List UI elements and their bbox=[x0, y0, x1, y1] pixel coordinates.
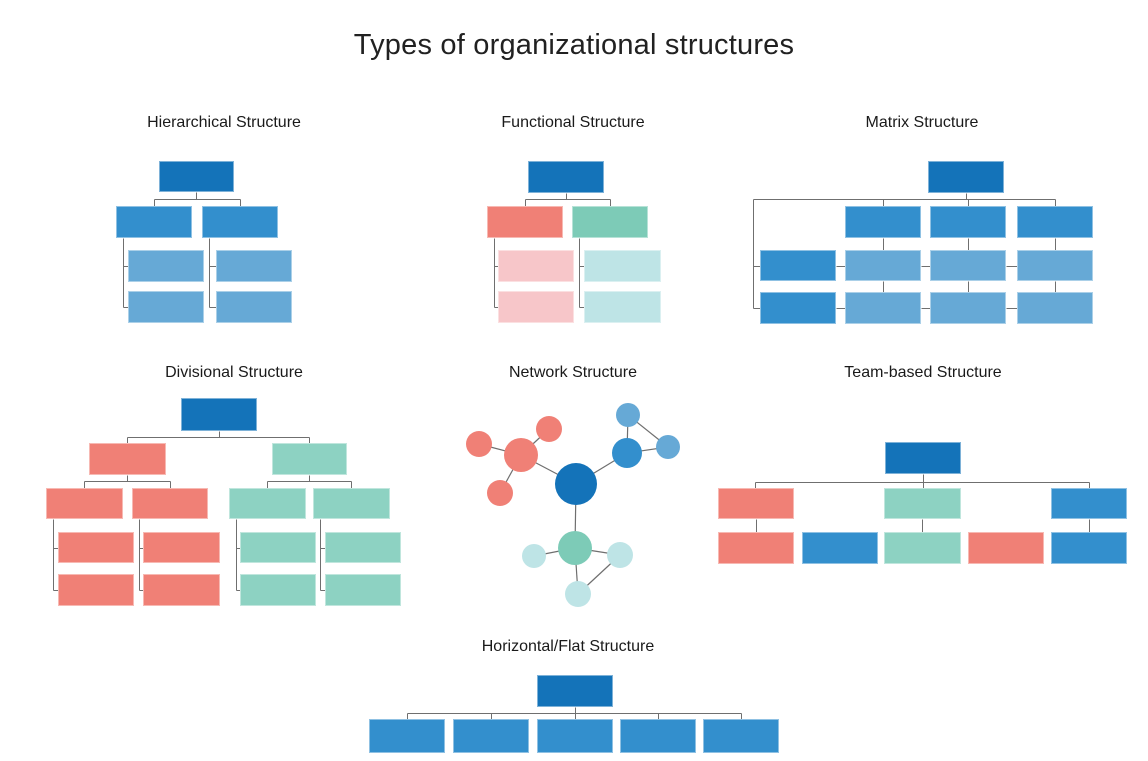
matrix-box bbox=[1017, 250, 1093, 281]
divisional-box bbox=[58, 532, 134, 563]
team-based-box bbox=[885, 442, 961, 474]
divisional-box bbox=[240, 532, 316, 563]
hierarchical-box bbox=[116, 206, 192, 238]
horizontal-flat-box bbox=[453, 719, 529, 753]
team-based-box bbox=[802, 532, 878, 564]
divisional-box bbox=[89, 443, 166, 475]
divisional-box bbox=[58, 574, 134, 606]
network-node bbox=[487, 480, 513, 506]
hierarchical-box bbox=[128, 250, 204, 282]
matrix-box bbox=[760, 250, 836, 281]
team-based-box bbox=[884, 488, 961, 519]
network-node bbox=[466, 431, 492, 457]
divisional-box bbox=[272, 443, 347, 475]
network-node bbox=[522, 544, 546, 568]
section-title-functional: Functional Structure bbox=[501, 114, 645, 131]
divisional-box bbox=[240, 574, 316, 606]
functional-box bbox=[498, 250, 574, 282]
divisional-box bbox=[229, 488, 306, 519]
network-node bbox=[656, 435, 680, 459]
matrix-box bbox=[930, 206, 1006, 238]
functional-box bbox=[528, 161, 604, 193]
network-node bbox=[558, 531, 592, 565]
horizontal-flat-box bbox=[537, 675, 613, 707]
horizontal-flat-box bbox=[369, 719, 445, 753]
divisional-box bbox=[325, 574, 401, 606]
matrix-box bbox=[1017, 292, 1093, 324]
hierarchical-box bbox=[202, 206, 278, 238]
divisional-box bbox=[132, 488, 208, 519]
horizontal-flat-box bbox=[537, 719, 613, 753]
matrix-box bbox=[845, 250, 921, 281]
team-based-box bbox=[1051, 488, 1127, 519]
matrix-box bbox=[845, 206, 921, 238]
functional-box bbox=[572, 206, 648, 238]
horizontal-flat-box bbox=[703, 719, 779, 753]
team-based-box bbox=[718, 488, 794, 519]
matrix-box bbox=[930, 292, 1006, 324]
section-title-team-based: Team-based Structure bbox=[844, 364, 1002, 381]
hierarchical-box bbox=[128, 291, 204, 323]
matrix-box bbox=[845, 292, 921, 324]
team-based-box bbox=[884, 532, 961, 564]
matrix-box bbox=[1017, 206, 1093, 238]
functional-box bbox=[498, 291, 574, 323]
matrix-box bbox=[930, 250, 1006, 281]
hierarchical-box bbox=[216, 291, 292, 323]
matrix-box bbox=[760, 292, 836, 324]
section-title-divisional: Divisional Structure bbox=[165, 364, 303, 381]
functional-box bbox=[584, 250, 661, 282]
network-node bbox=[565, 581, 591, 607]
network-hub-node bbox=[555, 463, 597, 505]
team-based-box bbox=[968, 532, 1044, 564]
divisional-box bbox=[46, 488, 123, 519]
team-based-box bbox=[1051, 532, 1127, 564]
divisional-box bbox=[143, 532, 220, 563]
network-node bbox=[607, 542, 633, 568]
divisional-box bbox=[143, 574, 220, 606]
network-node bbox=[504, 438, 538, 472]
section-title-matrix: Matrix Structure bbox=[865, 114, 979, 131]
matrix-box bbox=[928, 161, 1004, 193]
functional-box bbox=[584, 291, 661, 323]
divisional-box bbox=[313, 488, 390, 519]
section-title-horizontal-flat: Horizontal/Flat Structure bbox=[481, 638, 655, 655]
divisional-box bbox=[325, 532, 401, 563]
network-node bbox=[612, 438, 642, 468]
divisional-box bbox=[181, 398, 257, 431]
hierarchical-box bbox=[159, 161, 234, 192]
network-node bbox=[616, 403, 640, 427]
section-title-network: Network Structure bbox=[508, 364, 638, 381]
team-based-box bbox=[718, 532, 794, 564]
network-node bbox=[536, 416, 562, 442]
hierarchical-box bbox=[216, 250, 292, 282]
horizontal-flat-box bbox=[620, 719, 696, 753]
functional-box bbox=[487, 206, 563, 238]
section-title-hierarchical: Hierarchical Structure bbox=[147, 114, 301, 131]
main-title: Types of organizational structures bbox=[353, 29, 795, 61]
